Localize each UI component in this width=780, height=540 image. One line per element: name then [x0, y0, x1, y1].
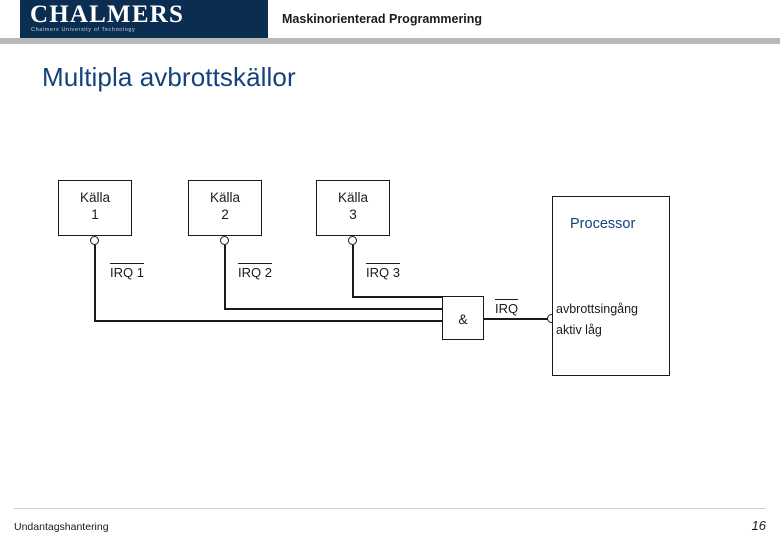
source-box-2: Källa 2 — [188, 180, 262, 236]
inverter-bubble-3-icon — [348, 236, 357, 245]
wire-irq1-horizontal — [94, 320, 442, 322]
signal-label-irq2: IRQ 2 — [238, 263, 272, 280]
signal-label-irq3: IRQ 3 — [366, 263, 400, 280]
chalmers-logo: CHALMERS Chalmers University of Technolo… — [20, 0, 268, 38]
wire-irq-output — [484, 318, 552, 320]
source-2-label-line1: Källa — [209, 190, 241, 205]
and-gate: & — [442, 296, 484, 340]
page-number: 16 — [751, 518, 766, 533]
source-box-3: Källa 3 — [316, 180, 390, 236]
signal-label-irq3-text: IRQ 3 — [366, 263, 400, 280]
signal-label-irq-out: IRQ — [495, 299, 519, 316]
course-title: Maskinorienterad Programmering — [282, 12, 483, 26]
slide-header: CHALMERS Chalmers University of Technolo… — [0, 0, 780, 38]
processor-label: Processor — [570, 216, 636, 232]
page-title: Multipla avbrottskällor — [42, 62, 296, 92]
source-3-label-line1: Källa — [337, 190, 369, 205]
source-box-1: Källa 1 — [58, 180, 132, 236]
source-3-label-line2: 3 — [349, 207, 357, 222]
logo-subtitle: Chalmers University of Technology — [31, 27, 136, 33]
wire-irq3-horizontal — [352, 296, 442, 298]
source-2-label-line2: 2 — [221, 207, 229, 222]
signal-label-irq-out-text: IRQ — [495, 299, 519, 316]
inverter-bubble-2-icon — [220, 236, 229, 245]
and-gate-label: & — [458, 311, 468, 327]
processor-note-line2: aktiv låg — [556, 323, 602, 337]
source-1-label-line1: Källa — [79, 190, 111, 205]
footer-divider — [14, 508, 766, 509]
signal-label-irq1: IRQ 1 — [110, 263, 144, 280]
wire-irq3-vertical — [352, 245, 354, 296]
header-divider — [0, 38, 780, 44]
inverter-bubble-1-icon — [90, 236, 99, 245]
source-1-label-line2: 1 — [91, 207, 99, 222]
logo-wordmark: CHALMERS — [30, 1, 185, 28]
processor-box — [552, 196, 670, 376]
processor-note-line1: avbrottsingång — [556, 302, 639, 316]
wire-irq1-vertical — [94, 245, 96, 320]
footer-subject: Undantagshantering — [14, 521, 109, 533]
signal-label-irq2-text: IRQ 2 — [238, 263, 272, 280]
signal-label-irq1-text: IRQ 1 — [110, 263, 144, 280]
wire-irq2-vertical — [224, 245, 226, 308]
wire-irq2-horizontal — [224, 308, 442, 310]
